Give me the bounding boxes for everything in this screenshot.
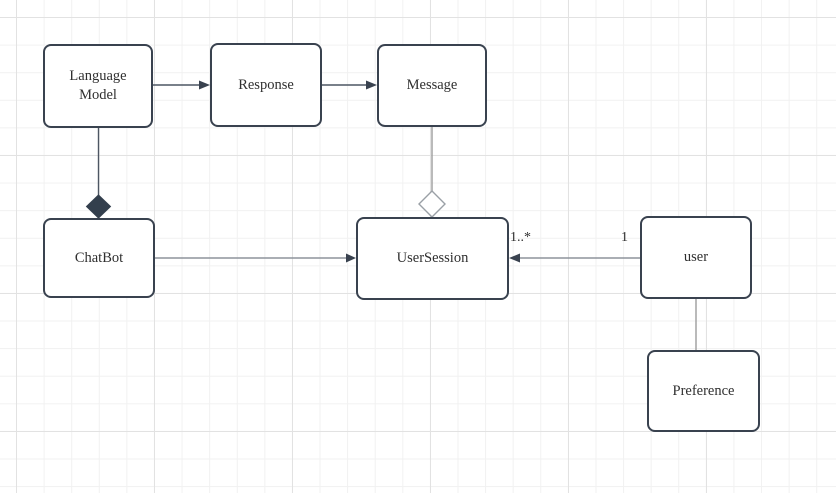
multiplicity-label-usersession: 1..*	[510, 230, 531, 245]
node-label: Preference	[672, 382, 735, 399]
node-label: Language Model	[69, 68, 127, 103]
node-usersession[interactable]: UserSession	[356, 217, 509, 300]
node-user[interactable]: user	[640, 216, 752, 299]
node-label: Message	[406, 77, 458, 94]
aggregation-diamond-icon	[418, 190, 446, 218]
edge-user-usersession[interactable]	[509, 253, 640, 263]
edge-languagemodel-response[interactable]	[153, 80, 210, 90]
node-label: ChatBot	[74, 249, 124, 266]
arrowhead-icon	[346, 253, 356, 263]
node-chatbot[interactable]: ChatBot	[43, 218, 155, 298]
node-preference[interactable]: Preference	[647, 350, 760, 432]
arrowhead-icon	[199, 80, 210, 90]
edge-languagemodel-chatbot[interactable]	[85, 128, 112, 219]
node-language-model[interactable]: Language Model	[43, 44, 153, 128]
edge-chatbot-usersession[interactable]	[155, 253, 356, 263]
node-label: user	[683, 249, 709, 266]
edge-response-message[interactable]	[322, 80, 377, 90]
node-message[interactable]: Message	[377, 44, 487, 127]
multiplicity-label-user: 1	[621, 230, 628, 245]
arrowhead-icon	[366, 80, 377, 90]
arrowhead-icon	[509, 253, 520, 263]
composition-diamond-icon	[85, 194, 112, 219]
edge-message-usersession[interactable]	[418, 127, 446, 218]
node-label: Response	[238, 76, 294, 93]
node-label: UserSession	[396, 250, 469, 267]
node-response[interactable]: Response	[210, 43, 322, 127]
